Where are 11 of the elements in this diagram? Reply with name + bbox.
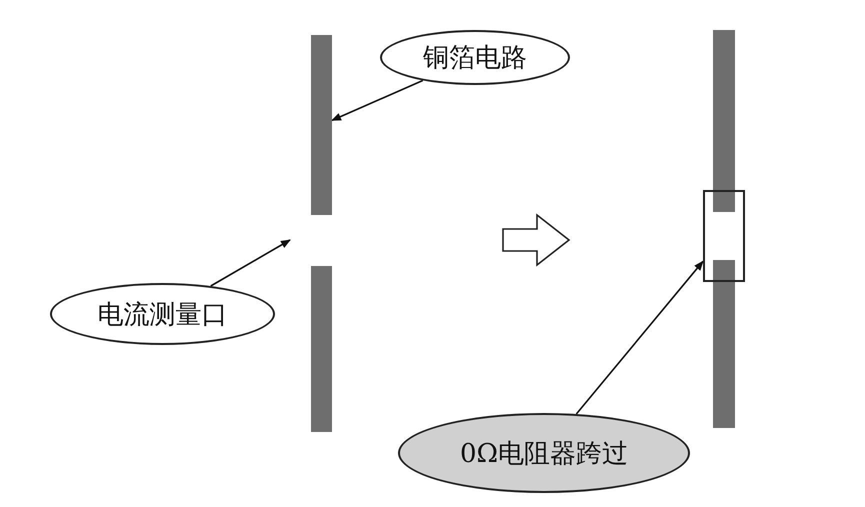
label-text: 0Ω电阻器跨过 xyxy=(460,438,628,470)
copper-trace xyxy=(311,266,332,432)
copper-trace xyxy=(311,35,332,215)
arrow xyxy=(210,239,291,287)
resistor-box xyxy=(703,190,745,282)
arrow xyxy=(331,80,424,122)
label-text: 铜箔电路 xyxy=(423,42,527,75)
label-text: 电流测量口 xyxy=(98,298,228,332)
copper-trace xyxy=(713,30,735,190)
copper-trace xyxy=(713,282,735,428)
arrow xyxy=(576,260,704,414)
